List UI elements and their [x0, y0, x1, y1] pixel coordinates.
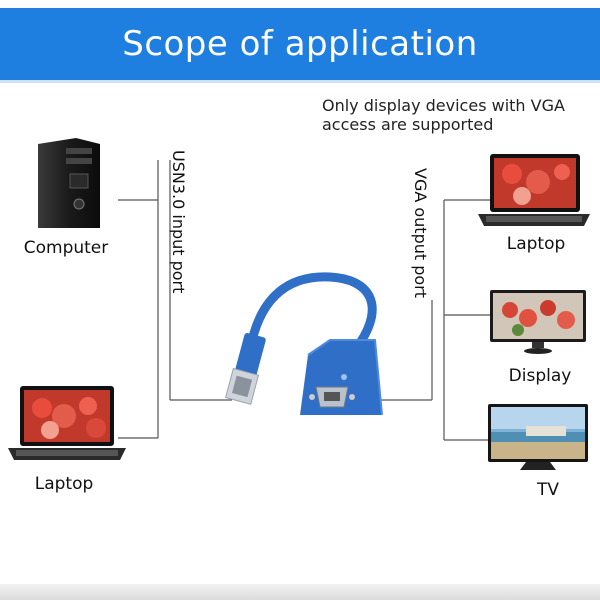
title-banner: Scope of application [0, 8, 600, 83]
monitor-icon [490, 290, 586, 354]
adapter-icon [224, 272, 383, 416]
laptop-device-right [478, 154, 590, 232]
laptop-icon [8, 386, 126, 460]
bottom-strip [0, 584, 600, 600]
computer-label: Computer [23, 238, 109, 258]
computer-device [36, 138, 102, 230]
input-port-label: USN3.0 input port [169, 150, 188, 294]
display-label: Display [508, 366, 572, 386]
display-device [488, 290, 588, 356]
desktop-tower-icon [38, 138, 100, 228]
laptop-label-right: Laptop [506, 234, 566, 254]
laptop-device-left [8, 386, 126, 464]
laptop-label-left: Laptop [34, 474, 94, 494]
laptop-icon [478, 154, 590, 226]
usb-vga-adapter [220, 265, 400, 440]
compatibility-note: Only display devices with VGA access are… [322, 96, 565, 134]
tv-device [486, 404, 590, 472]
tv-icon [488, 404, 588, 470]
page-title: Scope of application [122, 24, 478, 64]
output-port-label: VGA output port [411, 168, 430, 299]
tv-label: TV [536, 480, 559, 500]
